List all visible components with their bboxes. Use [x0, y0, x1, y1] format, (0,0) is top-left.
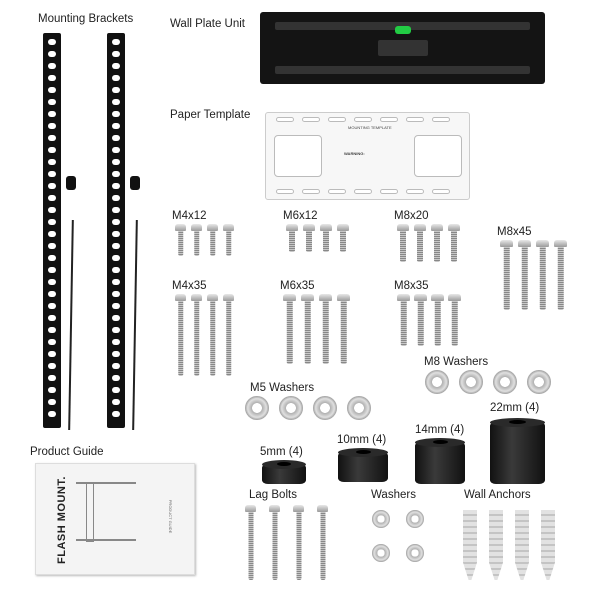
label-washers: Washers	[371, 489, 416, 501]
screw-m6x12	[286, 224, 298, 252]
spacer-spacer_10mm	[338, 448, 388, 482]
washer-m8_washers	[493, 370, 517, 394]
screw-m8x45	[500, 240, 513, 310]
washer-m8_washers	[459, 370, 483, 394]
screw-m8x35	[397, 294, 410, 346]
screw-m6x12	[303, 224, 315, 252]
screw-m6x12	[337, 224, 349, 252]
label-spacer-22mm: 22mm (4)	[490, 402, 540, 414]
spacer-spacer_5mm	[262, 460, 306, 484]
screw-m8x20	[431, 224, 443, 262]
wall-anchor	[463, 510, 477, 580]
spacer-spacer_22mm	[490, 418, 545, 484]
label-m6x35: M6x35	[280, 280, 315, 292]
washer-m5_washers	[245, 396, 269, 420]
mounting-bracket-right	[107, 33, 125, 428]
washer-m5_washers	[347, 396, 371, 420]
screw-m8x45	[554, 240, 567, 310]
screw-m8x35	[448, 294, 461, 346]
screw-m4x12	[207, 224, 218, 256]
safety-cord-left	[68, 219, 74, 431]
label-m6x12: M6x12	[283, 210, 318, 222]
screw-m8x35	[414, 294, 427, 346]
screw-m8x45	[518, 240, 531, 310]
spacer-spacer_14mm	[415, 438, 465, 484]
screw-m4x35	[175, 294, 186, 376]
lag-bolt	[245, 505, 256, 580]
lag-bolt	[293, 505, 304, 580]
label-spacer-5mm: 5mm (4)	[260, 446, 303, 458]
guide-brand: FLASH MOUNT.	[55, 476, 68, 564]
screw-m4x12	[175, 224, 186, 256]
bracket-knob-right	[130, 176, 140, 190]
label-m4x12: M4x12	[172, 210, 207, 222]
product-guide: FLASH MOUNT. PRODUCT GUIDE	[35, 463, 195, 575]
screw-m4x12	[223, 224, 234, 256]
washer-washers	[406, 544, 424, 562]
washer-washers	[372, 544, 390, 562]
label-product-guide: Product Guide	[30, 446, 104, 458]
label-wall-anchors: Wall Anchors	[464, 489, 531, 501]
washer-m8_washers	[425, 370, 449, 394]
paper-template: MOUNTING TEMPLATE WARNING:	[265, 112, 470, 200]
level-bubble-icon	[395, 26, 411, 34]
wall-anchor	[489, 510, 503, 580]
label-m8x20: M8x20	[394, 210, 429, 222]
safety-cord-right	[132, 219, 138, 431]
washer-m5_washers	[279, 396, 303, 420]
label-spacer-10mm: 10mm (4)	[337, 434, 387, 446]
screw-m6x12	[320, 224, 332, 252]
mounting-bracket-left	[43, 33, 61, 428]
screw-m6x35	[337, 294, 350, 364]
lag-bolt	[317, 505, 328, 580]
label-m8-washers: M8 Washers	[424, 356, 489, 368]
label-paper-template: Paper Template	[170, 109, 251, 121]
guide-subtitle: PRODUCT GUIDE	[168, 499, 174, 534]
screw-m4x35	[223, 294, 234, 376]
screw-m4x35	[191, 294, 202, 376]
washer-m8_washers	[527, 370, 551, 394]
label-mounting-brackets: Mounting Brackets	[38, 13, 134, 25]
label-m8x35: M8x35	[394, 280, 429, 292]
screw-m8x35	[431, 294, 444, 346]
label-spacer-14mm: 14mm (4)	[415, 424, 465, 436]
screw-m6x35	[283, 294, 296, 364]
label-m8x45: M8x45	[497, 226, 532, 238]
screw-m4x35	[207, 294, 218, 376]
washer-washers	[406, 510, 424, 528]
washer-washers	[372, 510, 390, 528]
wall-plate-unit	[260, 12, 545, 84]
screw-m8x20	[448, 224, 460, 262]
screw-m4x12	[191, 224, 202, 256]
template-title: MOUNTING TEMPLATE	[348, 125, 392, 130]
label-m5-washers: M5 Washers	[250, 382, 315, 394]
screw-m8x45	[536, 240, 549, 310]
screw-m8x20	[397, 224, 409, 262]
washer-m5_washers	[313, 396, 337, 420]
label-m4x35: M4x35	[172, 280, 207, 292]
wall-anchor	[541, 510, 555, 580]
screw-m6x35	[319, 294, 332, 364]
bracket-knob-left	[66, 176, 76, 190]
screw-m8x20	[414, 224, 426, 262]
screw-m6x35	[301, 294, 314, 364]
label-lag-bolts: Lag Bolts	[249, 489, 297, 501]
wall-anchor	[515, 510, 529, 580]
lag-bolt	[269, 505, 280, 580]
template-warning: WARNING:	[344, 151, 365, 156]
label-wall-plate-unit: Wall Plate Unit	[170, 18, 245, 30]
